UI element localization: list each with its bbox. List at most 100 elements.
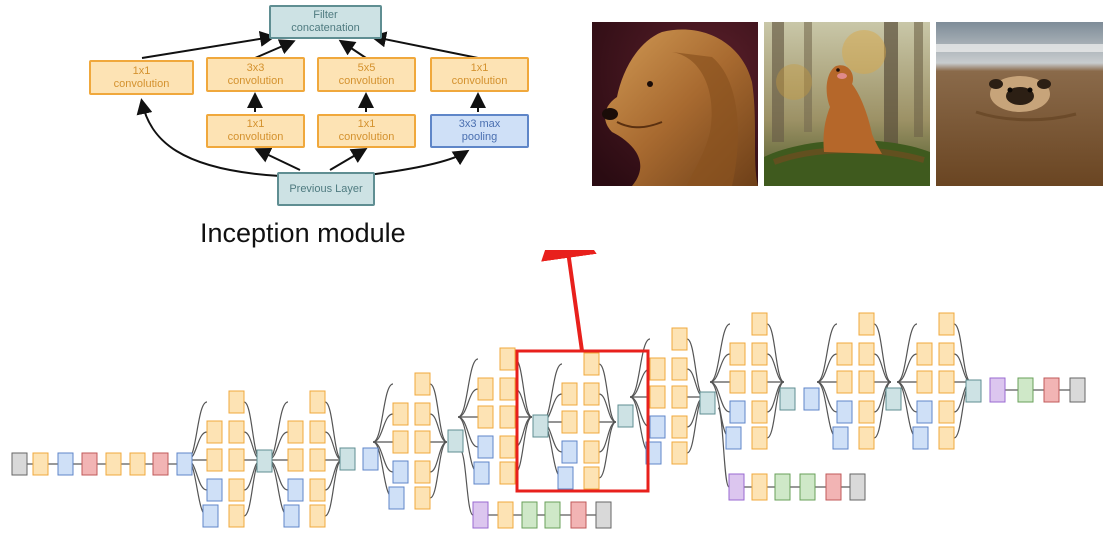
inception-concat <box>965 379 982 403</box>
inception-module-caption: Inception module <box>200 218 406 248</box>
conv-1x1-pool-proj-node: 1x1 convolution <box>430 57 529 92</box>
inception-conv <box>751 426 768 450</box>
network-edge <box>896 353 918 383</box>
inception-conv <box>499 461 516 485</box>
inception-concat <box>339 447 356 471</box>
network-edge <box>598 363 617 423</box>
inception-conv <box>649 385 666 409</box>
inception-pool <box>473 461 490 485</box>
network-edge <box>598 421 617 479</box>
network-graph <box>11 250 1086 529</box>
edge-input-to-1x1 <box>136 98 281 177</box>
inception-pool <box>283 504 300 528</box>
inception-conv <box>938 400 955 424</box>
inception-conv <box>583 352 600 376</box>
inception-conv <box>414 460 431 484</box>
network-edge <box>766 323 785 383</box>
network-edge <box>873 323 892 383</box>
inception-conv <box>836 342 853 366</box>
inception-conv <box>287 420 304 444</box>
inception-conv <box>477 405 494 429</box>
network-edge <box>873 353 892 383</box>
inception-conv <box>414 402 431 426</box>
node-label-line1: 1x1 <box>357 118 376 130</box>
inception-conv <box>499 377 516 401</box>
inception-pool <box>202 504 219 528</box>
stem-layer <box>57 452 74 476</box>
node-label-line2: convolution <box>227 131 284 143</box>
inception-conv <box>309 390 326 414</box>
node-label-line1: 1x1 <box>470 61 489 74</box>
inception-conv <box>671 415 688 439</box>
maxpool-layer <box>803 387 820 411</box>
inception-concat <box>256 449 273 473</box>
stem-layer <box>81 452 98 476</box>
inception-conv <box>583 382 600 406</box>
inception-pool <box>916 400 933 424</box>
node-label-line1: 1x1 <box>246 118 265 130</box>
stem-layer <box>11 452 28 476</box>
edge-1x1-to-concat <box>141 31 276 59</box>
maxpool-layer <box>362 447 379 471</box>
inception-conv <box>671 357 688 381</box>
edge-input-to-reduce3 <box>254 147 301 171</box>
output-head-layer <box>1017 377 1034 403</box>
conv-1x1-reduce-3x3-node: 1x1 convolution <box>206 114 305 148</box>
inception-pool <box>836 400 853 424</box>
output-head-layer <box>1043 377 1060 403</box>
aux-classifier-layer <box>570 501 587 529</box>
node-label-line2: convolution <box>451 74 508 87</box>
aux-classifier-layer <box>799 473 816 501</box>
aux-classifier-layer <box>825 473 842 501</box>
inception-conv <box>583 466 600 490</box>
node-label-line1: 3x3 max <box>458 118 501 130</box>
inception-conv <box>228 504 245 528</box>
network-edge <box>953 323 972 383</box>
inception-conv <box>671 441 688 465</box>
node-label: Previous Layer <box>289 182 363 195</box>
network-edge <box>686 338 705 398</box>
aux-classifier-layer <box>849 473 866 501</box>
inception-conv <box>858 312 875 336</box>
inception-conv <box>499 405 516 429</box>
inception-conv <box>309 504 326 528</box>
inception-conv <box>916 342 933 366</box>
aux-classifier-layer <box>595 501 612 529</box>
inception-conv <box>228 448 245 472</box>
network-edge <box>457 358 479 418</box>
inception-conv <box>309 478 326 502</box>
aux-classifier-layer <box>521 501 538 529</box>
network-edge <box>629 338 651 398</box>
inception-conv <box>499 347 516 371</box>
inception-conv <box>671 327 688 351</box>
edge-input-to-reduce5 <box>329 147 368 171</box>
inception-pool <box>649 415 666 439</box>
inception-conv <box>938 426 955 450</box>
conv-3x3-node: 3x3 convolution <box>206 57 305 92</box>
photo-golden-retriever <box>592 22 758 186</box>
network-edge <box>324 431 343 461</box>
inception-conv <box>206 448 223 472</box>
network-edge <box>816 323 838 383</box>
network-edge <box>953 353 972 383</box>
inception-pool <box>477 435 494 459</box>
inception-conv <box>729 370 746 394</box>
aux-classifier-layer <box>497 501 514 529</box>
inception-conv <box>751 400 768 424</box>
googlenet-architecture-diagram <box>0 250 1109 540</box>
dog-image-1 <box>592 22 758 186</box>
inception-pool <box>729 400 746 424</box>
network-edge <box>816 353 838 383</box>
aux-classifier-layer <box>728 473 745 501</box>
network-edge <box>896 323 918 383</box>
inception-conv <box>858 426 875 450</box>
inception-conv <box>649 357 666 381</box>
node-label-line1: 5x5 <box>357 61 376 74</box>
inception-conv <box>206 420 223 444</box>
inception-conv <box>561 382 578 406</box>
edge-input-to-pool <box>359 149 470 177</box>
inception-conv <box>228 478 245 502</box>
edge-3x3-to-concat <box>254 39 296 59</box>
output-head-layer <box>1069 377 1086 403</box>
network-nodes <box>11 312 1086 529</box>
